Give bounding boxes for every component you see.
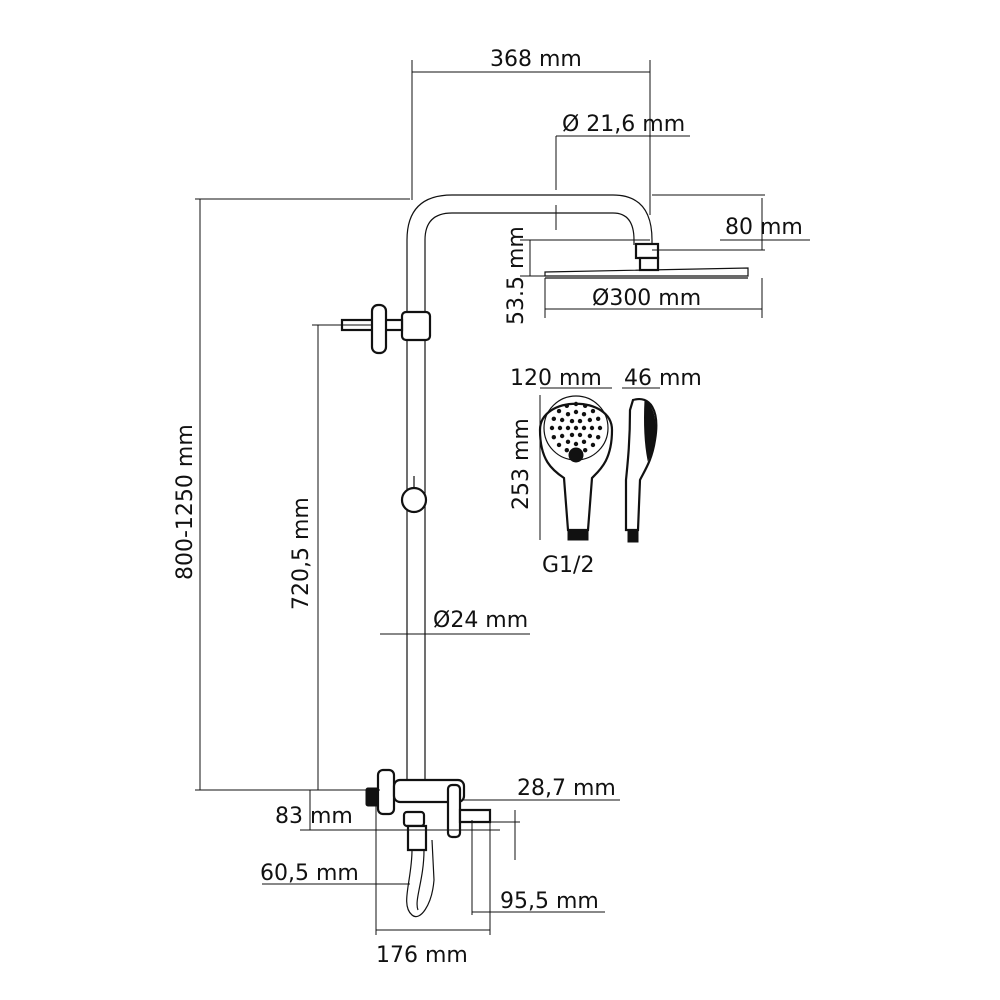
nozzle-dot — [581, 439, 587, 445]
nozzle-dot — [573, 401, 579, 407]
slider-knob — [400, 476, 428, 514]
nozzle-dot — [582, 447, 588, 453]
nozzle-dot — [559, 433, 565, 439]
dim-hand-length: 253 mm — [509, 418, 534, 510]
dim-mixer-176: 176 mm — [376, 943, 468, 968]
nozzle-dot — [557, 425, 563, 431]
dim-total-height: 800-1250 mm — [173, 424, 198, 580]
mixer-body — [365, 768, 492, 918]
dim-hand-thread: G1/2 — [542, 553, 594, 578]
dim-mixer-83: 83 mm — [275, 804, 353, 829]
dim-head-diameter: Ø300 mm — [592, 286, 701, 311]
nozzle-dot — [597, 425, 603, 431]
dim-hand-depth: 46 mm — [624, 366, 702, 391]
nozzle-dot — [573, 409, 579, 415]
nozzle-dot — [577, 418, 583, 424]
nozzle-dot — [549, 425, 555, 431]
nozzle-dot — [587, 433, 593, 439]
nozzle-dot — [573, 425, 579, 431]
nozzle-dot — [581, 411, 587, 417]
dim-arm-reach: 368 mm — [490, 47, 582, 72]
nozzle-dot — [577, 432, 583, 438]
dim-head-height: 53.5 mm — [504, 226, 529, 325]
nozzle-dot — [590, 442, 596, 448]
dim-head-drop: 80 mm — [725, 215, 803, 240]
nozzle-dot — [587, 417, 593, 423]
wall-bracket — [340, 303, 432, 355]
nozzle-dot — [559, 417, 565, 423]
hand-shower-side — [624, 397, 658, 543]
dim-mixer-60: 60,5 mm — [260, 861, 359, 886]
dimension-lines — [195, 60, 810, 935]
dim-pipe-diameter-top: Ø 21,6 mm — [562, 112, 685, 137]
nozzle-dot — [569, 432, 575, 438]
nozzle-dot — [564, 403, 570, 409]
nozzle-dot — [556, 442, 562, 448]
nozzle-dot — [556, 408, 562, 414]
dim-pipe-diameter: Ø24 mm — [433, 608, 528, 633]
nozzle-dot — [589, 425, 595, 431]
nozzle-dot — [564, 447, 570, 453]
nozzle-dot — [582, 403, 588, 409]
nozzle-dot — [551, 416, 557, 422]
nozzle-dot — [565, 411, 571, 417]
dim-mixer-28: 28,7 mm — [517, 776, 616, 801]
nozzle-dot — [569, 418, 575, 424]
nozzle-dot — [573, 441, 579, 447]
dim-column-height: 720,5 mm — [289, 497, 314, 610]
nozzle-dot — [565, 425, 571, 431]
dim-hand-width: 120 mm — [510, 366, 602, 391]
nozzle-dot — [551, 434, 557, 440]
nozzle-dot — [595, 416, 601, 422]
dim-mixer-95: 95,5 mm — [500, 889, 599, 914]
nozzle-dot — [581, 425, 587, 431]
nozzle-dot — [595, 434, 601, 440]
nozzle-dot — [590, 408, 596, 414]
nozzle-dot — [565, 439, 571, 445]
hand-shower-front — [538, 395, 614, 541]
rain-shower-head — [544, 242, 749, 279]
